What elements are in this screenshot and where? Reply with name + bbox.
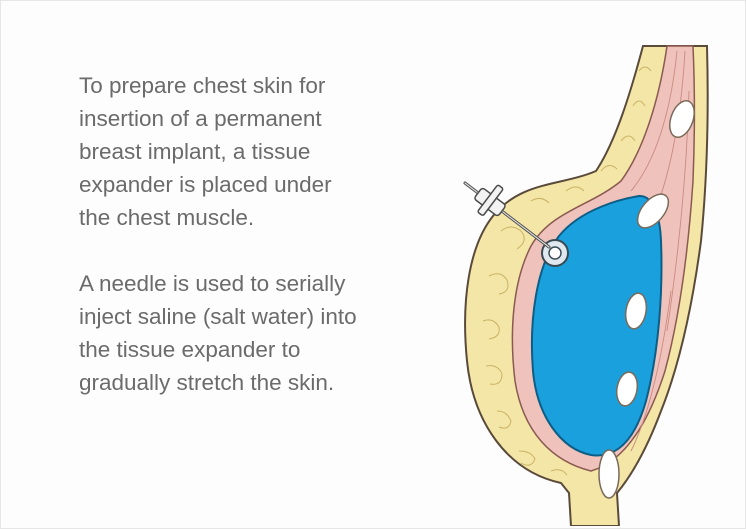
tissue-expander-illustration — [431, 31, 731, 526]
caption-line: gradually stretch the skin. — [79, 366, 439, 399]
caption-line: breast implant, a tissue — [79, 135, 439, 168]
caption-line: A needle is used to serially — [79, 267, 439, 300]
caption-line: insertion of a permanent — [79, 102, 439, 135]
caption-paragraph-2: A needle is used to serially inject sali… — [79, 267, 439, 399]
caption-line: the tissue expander to — [79, 333, 439, 366]
caption-paragraph-1: To prepare chest skin for insertion of a… — [79, 69, 439, 234]
caption-text: To prepare chest skin for insertion of a… — [79, 69, 439, 399]
caption-line: inject saline (salt water) into — [79, 300, 439, 333]
caption-line: the chest muscle. — [79, 201, 439, 234]
rib-icon — [599, 450, 619, 498]
caption-line: expander is placed under — [79, 168, 439, 201]
caption-line: To prepare chest skin for — [79, 69, 439, 102]
